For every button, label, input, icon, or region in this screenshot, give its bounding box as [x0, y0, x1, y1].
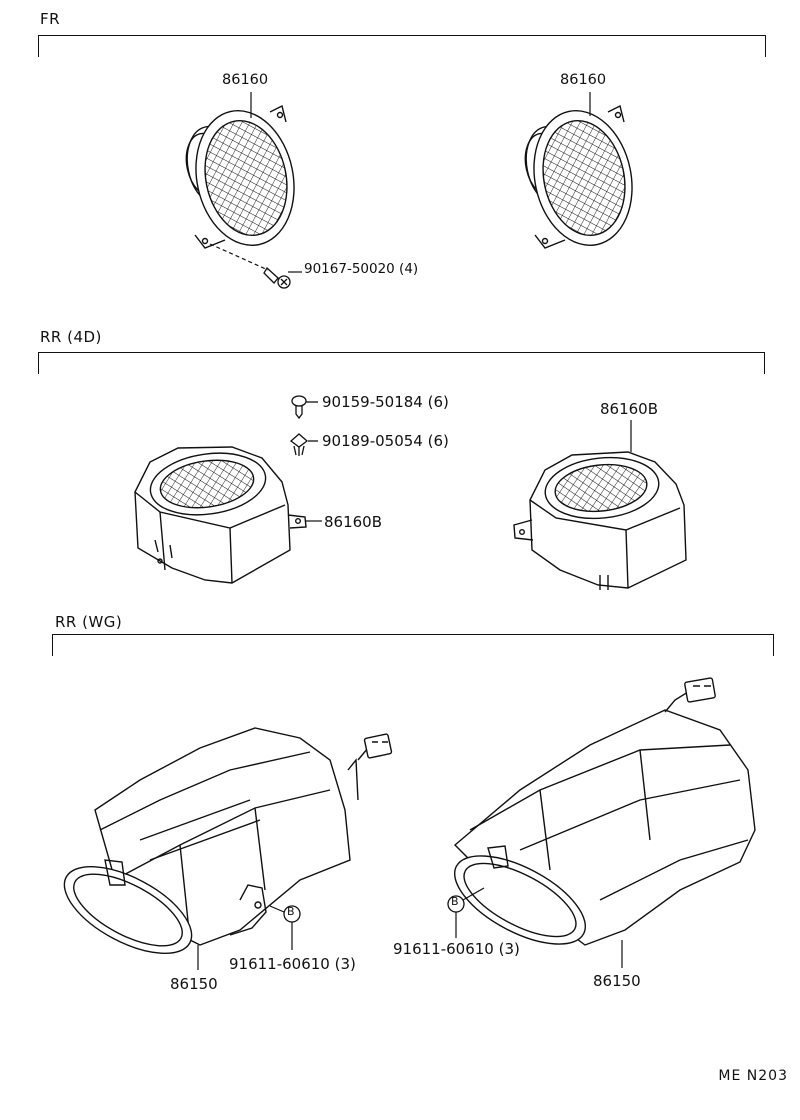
section-bracket-rr-4d [38, 352, 765, 374]
rrwg-right-speaker-drawing [441, 678, 755, 962]
rrwg-left-screw-callout: 91611-60610 (3) [229, 955, 356, 973]
fr-right-speaker-callout: 86160 [560, 72, 607, 88]
rrwg-left-speaker-drawing [51, 728, 392, 971]
rr4d-right-speaker-drawing [514, 452, 686, 590]
fr-right-speaker-drawing [519, 102, 644, 255]
rr4d-left-speaker-callout: 86160B [324, 513, 383, 531]
rr4d-right-speaker-callout: 86160B [600, 400, 659, 418]
section-label-rr-wg: RR (WG) [55, 613, 123, 631]
rrwg-right-marker-b-circle [448, 896, 464, 912]
rrwg-left-marker-b: B [287, 905, 295, 918]
fr-left-speaker-callout: 86160 [222, 72, 269, 88]
rr4d-leader-lines [306, 420, 631, 521]
fr-screw-callout: 90167-50020 (4) [304, 261, 419, 277]
fr-leader-lines [251, 92, 590, 272]
fr-screw-drawing [264, 268, 290, 288]
rr4d-left-speaker-drawing [135, 446, 306, 583]
diagram-code: ME N203 [718, 1068, 788, 1084]
rr4d-screw-drawing [292, 396, 318, 418]
rr4d-clip-drawing [291, 434, 318, 456]
fr-left-speaker-drawing [180, 102, 306, 255]
fr-screw-dashed-line [210, 244, 268, 270]
section-bracket-fr [38, 35, 766, 57]
rrwg-right-marker-b: B [451, 895, 459, 908]
section-bracket-rr-wg [52, 634, 774, 656]
rrwg-right-screw-callout: 91611-60610 (3) [393, 940, 520, 958]
rr4d-clip-callout: 90189-05054 (6) [322, 432, 449, 450]
rrwg-right-speaker-callout: 86150 [593, 972, 641, 990]
rr4d-screw-callout: 90159-50184 (6) [322, 393, 449, 411]
rrwg-leader-lines [198, 888, 622, 970]
rrwg-left-marker-b-circle [284, 906, 300, 922]
section-label-fr: FR [40, 10, 61, 28]
rrwg-left-speaker-callout: 86150 [170, 975, 218, 993]
section-label-rr-4d: RR (4D) [40, 328, 102, 346]
